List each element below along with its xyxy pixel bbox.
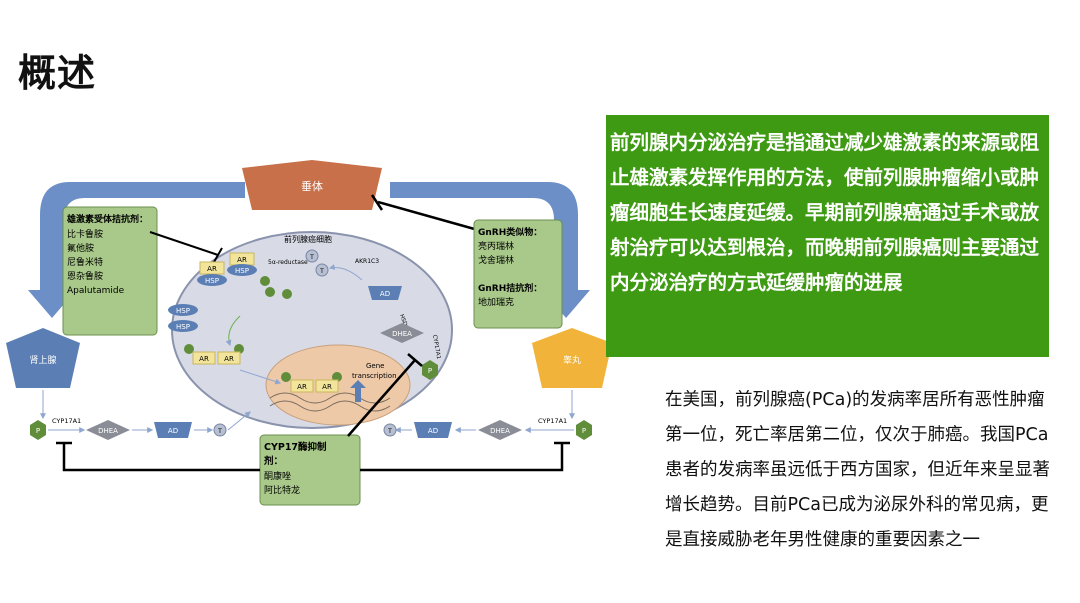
ad-label: AD: [168, 427, 178, 435]
dhea-label: DHEA: [490, 427, 510, 435]
hsp-label: HSP: [235, 267, 249, 275]
pituitary-shape: [242, 160, 382, 210]
cyp17a1-label: CYP17A1: [52, 417, 81, 425]
cyp17-title: CYP17酶抑制: [264, 441, 327, 453]
reductase-label: 5α-reductase: [268, 259, 308, 266]
drug-item: 恩杂鲁胺: [67, 270, 103, 282]
drug-item: 亮丙瑞林: [478, 240, 514, 252]
t-molecule: T: [387, 428, 392, 435]
left-big-arrow: [28, 182, 245, 318]
dhea-label: DHEA: [98, 427, 118, 435]
pituitary-label: 垂体: [301, 179, 323, 193]
adrenal-shape: [6, 328, 80, 388]
drug-item: 阿比特龙: [264, 484, 300, 496]
drug-item: 氟他胺: [67, 242, 94, 254]
prostate-cancer-endocrine-diagram: 垂体 雄激素受体拮抗剂： 比卡鲁胺 氟他胺 尼鲁米特 恩杂鲁胺 Apalutam…: [6, 160, 612, 506]
drug-item: Apalutamide: [67, 286, 125, 296]
adrenal-label: 肾上腺: [29, 354, 56, 366]
ar-label: AR: [199, 355, 209, 363]
ar-antagonist-box: [62, 206, 158, 336]
t-molecule: T: [217, 428, 222, 435]
p-label: P: [582, 427, 586, 435]
t-molecule: T: [319, 268, 324, 275]
drug-item: 尼鲁米特: [67, 256, 103, 268]
ar-antagonist-title: 雄激素受体拮抗剂：: [66, 213, 148, 225]
cyp17a1-label: CYP17A1: [538, 417, 567, 425]
testis-label: 睾丸: [563, 354, 581, 366]
gnrh-antagonist-title: GnRH拮抗剂：: [478, 282, 542, 294]
highlight-summary-box: 前列腺内分泌治疗是指通过减少雄激素的来源或阻止雄激素发挥作用的方法，使前列腺肿瘤…: [606, 115, 1049, 357]
right-big-arrow: [390, 182, 590, 318]
drug-item: 酮康唑: [264, 470, 291, 482]
ar-label: AR: [207, 265, 217, 273]
ar-label: AR: [224, 355, 234, 363]
p-label: P: [428, 367, 432, 375]
testis-shape: [532, 328, 612, 388]
ad-label: AD: [380, 290, 390, 298]
ad-label: AD: [428, 427, 438, 435]
hsp-label: HSP: [176, 323, 190, 331]
gene-label: Gene: [366, 362, 384, 370]
ar-label: AR: [322, 383, 332, 391]
drug-item: 比卡鲁胺: [67, 228, 103, 240]
cell-label: 前列腺癌细胞: [284, 234, 332, 244]
cyp17a1-label: CYP17A1: [431, 334, 441, 359]
ar-label: AR: [297, 383, 307, 391]
page-title: 概述: [18, 51, 97, 95]
gnrh-box: [473, 219, 563, 329]
hsp-label: HSP: [205, 277, 219, 285]
ar-label: AR: [237, 256, 247, 264]
drug-item: 戈舍瑞林: [478, 254, 514, 266]
gnrh-agonist-title: GnRH类似物：: [478, 226, 542, 238]
dhea-label: DHEA: [392, 330, 412, 338]
transcription-label: transcription: [352, 372, 397, 380]
hsp-label: HSP: [176, 307, 190, 315]
p-label: P: [36, 427, 40, 435]
cyp17-title-cont: 剂：: [263, 455, 283, 467]
t-molecule: T: [309, 254, 314, 261]
drug-item: 地加瑞克: [478, 296, 514, 308]
body-paragraph: 在美国，前列腺癌(PCa)的发病率居所有恶性肿瘤第一位，死亡率居第二位，仅次于肺…: [665, 390, 1050, 550]
akr1c3-label: AKR1C3: [355, 258, 379, 265]
